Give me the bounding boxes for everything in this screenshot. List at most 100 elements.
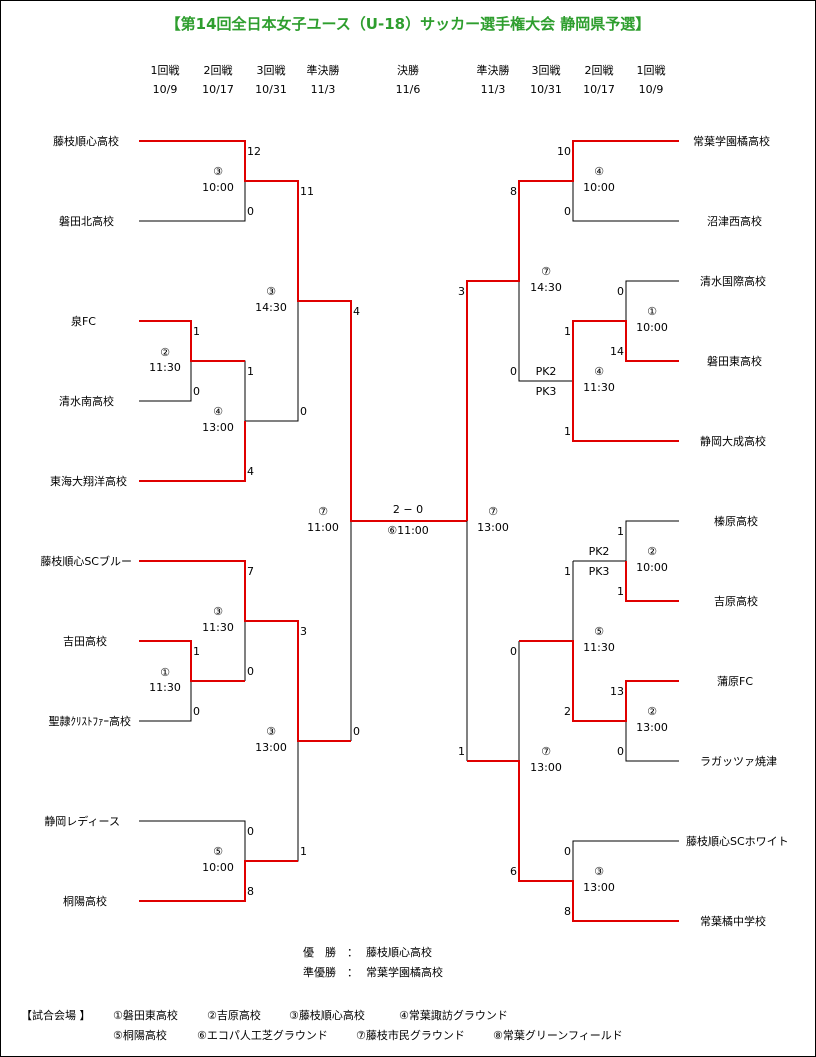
team-name: 磐田北高校 xyxy=(59,214,114,228)
team-name: ラガッツァ焼津 xyxy=(700,755,777,768)
score: 0 xyxy=(510,365,517,378)
team-name: 藤枝順心SCホワイト xyxy=(686,834,789,848)
right-scores: 10 0 8 3 0 1 14 0 PK2 PK3 1 1 PK2 1 PK3 … xyxy=(458,145,624,918)
venue-item: ⑤桐陽高校 xyxy=(113,1028,167,1042)
match-time: 14:30 xyxy=(255,301,287,314)
score: 1 xyxy=(617,585,624,598)
score: 8 xyxy=(564,905,571,918)
round-name: 2回戦 xyxy=(204,64,233,77)
score: 3 xyxy=(300,625,307,638)
match-number: ③ xyxy=(213,605,223,618)
score: 14 xyxy=(610,345,624,358)
score: 10 xyxy=(557,145,571,158)
round-date: 10/31 xyxy=(255,83,287,96)
score: 0 xyxy=(353,725,360,738)
right-bracket-lines xyxy=(466,140,679,922)
venue-legend: 【試合会場 】 ①磐田東高校 ②吉原高校 ③藤枝順心高校 ④常葉諏訪グラウンド … xyxy=(21,1008,623,1042)
round-name: 準決勝 xyxy=(477,63,510,77)
match-number: ⑦ xyxy=(318,505,328,518)
team-name: 桐陽高校 xyxy=(63,894,107,908)
score: 1 xyxy=(193,645,200,658)
left-bracket-lines xyxy=(139,140,467,902)
venue-item: ②吉原高校 xyxy=(207,1008,261,1022)
round-name: 1回戦 xyxy=(637,64,666,77)
match-time: 13:00 xyxy=(530,761,562,774)
team-name: 藤枝順心SCブルー xyxy=(40,554,132,568)
pk-score: PK2 xyxy=(536,365,557,378)
score: 1 xyxy=(300,845,307,858)
match-number: ⑦ xyxy=(541,745,551,758)
score: 0 xyxy=(510,645,517,658)
pk-score: PK3 xyxy=(536,385,557,398)
team-name: 静岡大成高校 xyxy=(700,434,766,448)
venue-item: ⑥エコパ人工芝グラウンド xyxy=(197,1028,328,1042)
match-time: 11:30 xyxy=(149,681,181,694)
venue-item: ⑦藤枝市民グラウンド xyxy=(356,1028,465,1042)
match-time: 10:00 xyxy=(202,181,234,194)
score: 4 xyxy=(353,305,360,318)
match-time: 14:30 xyxy=(530,281,562,294)
left-scores: 12 0 11 4 1 0 1 0 4 7 3 1 0 0 0 0 1 8 xyxy=(193,145,360,898)
team-name: 榛原高校 xyxy=(714,514,758,528)
score: 7 xyxy=(247,565,254,578)
score: 6 xyxy=(510,865,517,878)
team-name: 東海大翔洋高校 xyxy=(50,474,127,488)
match-number: ⑤ xyxy=(594,625,604,638)
left-teams: 藤枝順心高校 磐田北高校 泉FC 清水南高校 東海大翔洋高校 藤枝順心SCブルー… xyxy=(40,134,132,908)
match-time: 11:30 xyxy=(202,621,234,634)
match-time: 13:00 xyxy=(477,521,509,534)
final-venue-time: ⑥11:00 xyxy=(387,524,429,537)
score: 8 xyxy=(247,885,254,898)
team-name: 蒲原FC xyxy=(717,674,753,688)
match-number: ① xyxy=(160,666,170,679)
round-date: 10/9 xyxy=(639,83,664,96)
round-date: 10/9 xyxy=(153,83,178,96)
score: 0 xyxy=(617,285,624,298)
match-number: ① xyxy=(647,305,657,318)
venue-label: 【試合会場 】 xyxy=(21,1008,91,1022)
match-number: ② xyxy=(647,705,657,718)
score: 0 xyxy=(564,205,571,218)
team-name: 沼津西高校 xyxy=(707,214,762,228)
match-number: ② xyxy=(647,545,657,558)
score: 1 xyxy=(458,745,465,758)
score: 13 xyxy=(610,685,624,698)
match-time: 10:00 xyxy=(202,861,234,874)
match-number: ④ xyxy=(594,365,604,378)
right-teams: 常葉学園橘高校 沼津西高校 清水国際高校 磐田東高校 静岡大成高校 榛原高校 吉… xyxy=(686,134,789,928)
score: 2 xyxy=(564,705,571,718)
round-name: 3回戦 xyxy=(257,64,286,77)
round-date: 10/31 xyxy=(530,83,562,96)
score: 4 xyxy=(247,465,254,478)
score: 1 xyxy=(617,525,624,538)
venue-item: ③藤枝順心高校 xyxy=(289,1008,365,1022)
round-date: 11/6 xyxy=(396,83,421,96)
round-name: 準決勝 xyxy=(307,63,340,77)
round-date: 11/3 xyxy=(481,83,506,96)
results: 優 勝 ： 藤枝順心高校 準優勝 ： 常葉学園橘高校 xyxy=(303,945,443,979)
match-number: ② xyxy=(160,346,170,359)
match-time: 11:30 xyxy=(149,361,181,374)
score: 3 xyxy=(458,285,465,298)
match-time: 10:00 xyxy=(636,561,668,574)
score: 12 xyxy=(247,145,261,158)
score: 0 xyxy=(193,705,200,718)
team-name: 泉FC xyxy=(71,314,96,328)
score: 1 xyxy=(193,325,200,338)
match-number: ③ xyxy=(213,165,223,178)
runner-up-name: 常葉学園橘高校 xyxy=(366,965,443,979)
round-name: 決勝 xyxy=(397,63,419,77)
round-date: 10/17 xyxy=(202,83,234,96)
round-name: 1回戦 xyxy=(151,64,180,77)
score: 1 xyxy=(247,365,254,378)
match-time: 10:00 xyxy=(636,321,668,334)
match-time: 13:00 xyxy=(255,741,287,754)
score: 0 xyxy=(247,205,254,218)
match-number: ⑤ xyxy=(213,845,223,858)
final-score: 2 − 0 xyxy=(393,503,423,516)
venue-item: ④常葉諏訪グラウンド xyxy=(399,1008,508,1022)
match-number: ③ xyxy=(594,865,604,878)
venue-item: ⑧常葉グリーンフィールド xyxy=(493,1028,623,1042)
match-number: ③ xyxy=(266,285,276,298)
